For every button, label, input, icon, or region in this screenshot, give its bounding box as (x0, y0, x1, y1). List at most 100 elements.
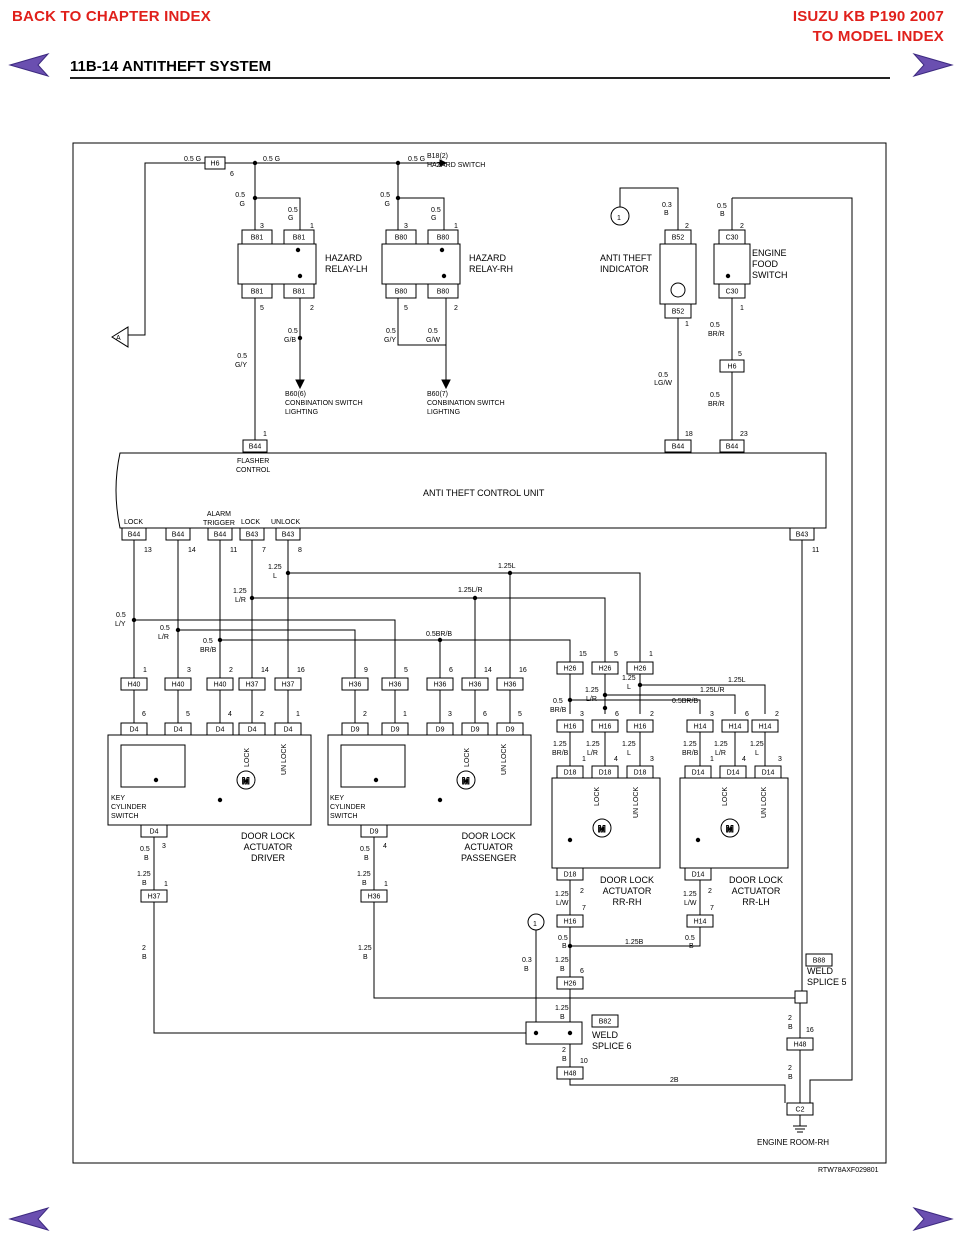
connector-box (274, 677, 302, 691)
wire-label: 3 (650, 756, 654, 763)
unlock-label: UN LOCK (761, 787, 768, 818)
wire (178, 629, 356, 678)
connector-label: D14 (727, 770, 740, 777)
connector-box (360, 889, 388, 903)
unlock-label: UN LOCK (633, 787, 640, 818)
wire-label: 0.5 (360, 846, 370, 853)
wire-label: 1.25 (137, 871, 151, 878)
wire-label: 1.25 (714, 741, 728, 748)
wire-label: 2 (229, 667, 233, 674)
wire-label: 6 (230, 171, 234, 178)
next-page-arrow-icon[interactable] (910, 52, 954, 78)
wire-label: 0.5 G (263, 156, 280, 163)
wire-label: 4 (228, 711, 232, 718)
connector-label: D4 (130, 727, 139, 734)
connector-box (206, 677, 234, 691)
wire (570, 927, 701, 947)
connector-box (426, 677, 454, 691)
wire-label: B (364, 855, 369, 862)
lock-label: LOCK (594, 787, 601, 806)
wire-label: 16 (519, 667, 527, 674)
connector-box (556, 867, 584, 881)
connector-box (719, 439, 745, 453)
wire-label: 3 (580, 711, 584, 718)
wire-label: BR/R (708, 401, 725, 408)
wire-label: 0.5 (140, 846, 150, 853)
back-to-chapter-index-link[interactable]: BACK TO CHAPTER INDEX (12, 8, 211, 25)
connector-label: D14 (692, 872, 705, 879)
wire-label: 2 (142, 945, 146, 952)
previous-page-arrow-icon-bottom[interactable] (8, 1206, 52, 1232)
wire-label: 1 (710, 756, 714, 763)
wire-label: 3 (448, 711, 452, 718)
wire-label: B (788, 1074, 793, 1081)
connector-box (204, 156, 226, 170)
wire-label: 3 (187, 667, 191, 674)
wire-label: 7 (710, 905, 714, 912)
wire-label: BR/B (552, 750, 569, 757)
connector-label: H26 (634, 666, 647, 673)
connector-label: H16 (564, 919, 577, 926)
previous-page-arrow-icon[interactable] (8, 52, 52, 78)
wire (220, 639, 571, 662)
connector-label: B52 (672, 309, 685, 316)
wire-label: 5 (518, 711, 522, 718)
connector-box (381, 677, 409, 691)
wire-label: 0.5 (710, 392, 720, 399)
wire (569, 1079, 786, 1103)
to-model-index-link[interactable]: TO MODEL INDEX (812, 28, 944, 45)
wire-label: L/R (586, 696, 597, 703)
wire-label: 1 (164, 881, 168, 888)
wire-label: 0.5 (428, 328, 438, 335)
wire-label: G/B (284, 337, 296, 344)
connector-box (556, 1066, 584, 1080)
connector-box (591, 719, 619, 733)
wire-label: 1.25 (555, 891, 569, 898)
junction-dot (249, 595, 255, 601)
wire-label: L (627, 684, 631, 691)
connector-label: D4 (284, 727, 293, 734)
connector-label: B80 (437, 235, 450, 242)
connector-label: H48 (794, 1042, 807, 1049)
anti-theft-control-unit (115, 452, 827, 529)
wire-label: 7 (582, 905, 586, 912)
wire-label: 2 (454, 305, 458, 312)
junction-dot (567, 837, 573, 843)
wire-label: 16 (297, 667, 305, 674)
hazard-relay-rh (381, 243, 461, 285)
pin-label-unlock: UNLOCK (271, 519, 301, 526)
unlock-label: UN LOCK (501, 744, 508, 775)
wire-label: 0.5BR/B (672, 698, 698, 705)
model-name-link[interactable]: ISUZU KB P190 2007 (792, 8, 944, 25)
wire-label: G (431, 215, 436, 222)
connector-box (805, 953, 833, 967)
indicator-lamp (670, 282, 686, 298)
wire-label: 1.25 (750, 741, 764, 748)
wire-label: L/W (684, 900, 697, 907)
wire-label: 1.25 (233, 588, 247, 595)
wire-label: 6 (483, 711, 487, 718)
connector-box (120, 677, 148, 691)
junction-dot (131, 617, 137, 623)
connector-box (556, 976, 584, 990)
junction-dot (507, 570, 513, 576)
wire-label: L (627, 750, 631, 757)
lock-label: LOCK (722, 787, 729, 806)
wire-label: 1.25L (728, 677, 746, 684)
wire (397, 298, 446, 346)
connector-label: B80 (395, 289, 408, 296)
wire-label: 0.5 (685, 935, 695, 942)
connector-box (140, 889, 168, 903)
wire-label: 6 (580, 968, 584, 975)
connector-box (626, 661, 654, 675)
splice-a-marker (111, 326, 129, 348)
wire-label: B (144, 855, 149, 862)
wire-label: 1 (617, 215, 621, 222)
wire (640, 684, 766, 714)
next-page-arrow-icon-bottom[interactable] (910, 1206, 954, 1232)
